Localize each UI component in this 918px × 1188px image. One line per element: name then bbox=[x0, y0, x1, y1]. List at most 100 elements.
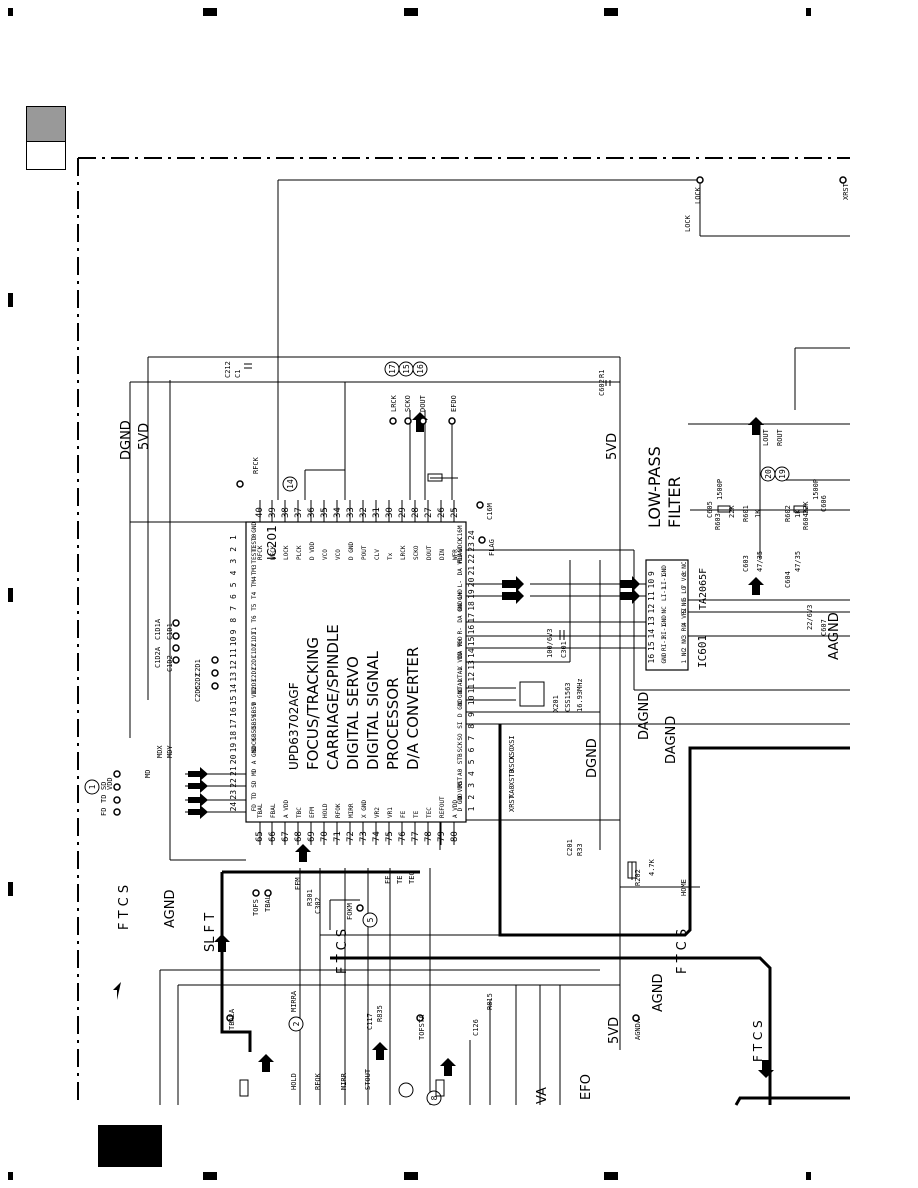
ic201-pin-top-num: 31 bbox=[372, 507, 382, 518]
label-c16m: C16M bbox=[486, 503, 494, 520]
ic201-pin-right-num: 8 bbox=[467, 724, 476, 729]
signal-arrows bbox=[113, 412, 774, 1078]
ic201-pin-left-name: A GND bbox=[251, 746, 258, 764]
ic201-pin-top-name: D GND bbox=[348, 542, 355, 560]
ic201-pin-right-num: 17 bbox=[467, 613, 476, 623]
label-tofsta: TOFSTA bbox=[418, 1014, 426, 1040]
label-dagnd-2: DAGND bbox=[664, 716, 679, 764]
ic201-function-0: FOCUS/TRACKING bbox=[304, 637, 322, 770]
label-freq: 16.93MHz bbox=[576, 678, 584, 712]
ic201-pin-top-num: 35 bbox=[320, 507, 330, 518]
ic201-pin-left-num: 16 bbox=[229, 707, 238, 717]
ic201-body bbox=[245, 521, 467, 823]
ic201-pin-left-num: 1 bbox=[229, 535, 238, 540]
ic201-function-3: DIGITAL SIGNAL bbox=[364, 651, 382, 770]
label-scko: SCKO bbox=[404, 395, 412, 412]
label-mdy: MDY bbox=[166, 745, 174, 758]
ic201-pin-left-name: T6 bbox=[251, 615, 258, 623]
circ-8: 8 bbox=[430, 1095, 439, 1100]
ic201-pin-right-num: 23 bbox=[467, 542, 476, 552]
ic201-pin-left-num: 15 bbox=[229, 695, 238, 705]
label-c605-val: 1500P bbox=[716, 479, 724, 500]
ic201-function-2: DIGITAL SERVO bbox=[344, 656, 362, 770]
label-lock: LOCK bbox=[684, 214, 692, 232]
label-47k: 4.7K bbox=[648, 858, 656, 876]
ic201-pin-bottom-name: EFM bbox=[309, 807, 316, 818]
label-tbala: TBALA bbox=[228, 1008, 236, 1030]
ic201-pin-right-num: 4 bbox=[467, 771, 476, 776]
ic201-pin-left-num: 17 bbox=[229, 719, 238, 729]
ic201-pin-left-num: 19 bbox=[229, 743, 238, 753]
ic201-pin-left-name: D GND bbox=[251, 522, 258, 540]
ic201-pin-right-num: 22 bbox=[467, 554, 476, 564]
wires bbox=[129, 179, 850, 1105]
label-ftcs-left: F T C S bbox=[117, 885, 132, 930]
ic201-pin-right-num: 1 bbox=[467, 806, 476, 811]
ic201-pin-top-num: 34 bbox=[333, 507, 343, 518]
ic201-pin-bottom-name: TBC bbox=[296, 807, 303, 818]
ic201-pin-bottom-name: TE bbox=[413, 810, 420, 818]
ic201-pin-bottom-name: VR1 bbox=[387, 807, 394, 818]
ic201-pin-left-num: 3 bbox=[229, 559, 238, 564]
ic201-pin-right-name: R+ bbox=[457, 639, 464, 647]
ic201-pin-top-num: 33 bbox=[346, 507, 356, 518]
ic601-pin-left-num: 15 bbox=[647, 641, 656, 651]
ic201-pin-top-num: 32 bbox=[359, 507, 369, 518]
label-hold-b: HOLD bbox=[290, 1073, 298, 1090]
circ-20: 20 bbox=[764, 469, 773, 479]
ic601-pin-left-name: NC bbox=[661, 606, 668, 614]
label-dagnd-1: DAGND bbox=[637, 692, 652, 740]
ic601-pin-right-label: 4 VRI bbox=[681, 608, 688, 626]
ic201-pin-right-name: D GND bbox=[457, 699, 464, 717]
reg-mark-bottom-2 bbox=[203, 1172, 217, 1180]
small-labels: LOCK LOCK XRST RFCK LRCK SCKO DOUT EFDO … bbox=[100, 182, 850, 1090]
ic201-pin-right-name: C16M bbox=[457, 525, 464, 540]
label-mirr-b: MIRR bbox=[340, 1072, 348, 1090]
ic601-body bbox=[645, 559, 689, 671]
label-r33: R33 bbox=[576, 843, 584, 856]
ic201-pin-bottom-name: TBAL bbox=[257, 803, 264, 818]
ic201-pin-top-num: 30 bbox=[385, 507, 395, 518]
reg-mark-bottom-left bbox=[8, 1172, 13, 1180]
side-mark-3 bbox=[8, 882, 13, 896]
ic201-pin-right-num: 13 bbox=[467, 660, 476, 670]
label-efdo: EFDO bbox=[450, 395, 458, 412]
ic201-pin-left-name: D VDD bbox=[251, 687, 258, 705]
label-md: MD bbox=[144, 770, 152, 778]
ic201-pin-left-num: 22 bbox=[229, 778, 238, 788]
ic201-pin-bottom-num: 72 bbox=[346, 831, 356, 842]
ic201-pin-right-num: 3 bbox=[467, 783, 476, 788]
label-lock-conn: LOCK bbox=[694, 186, 702, 204]
side-mark-2 bbox=[8, 588, 13, 602]
label-r835: R835 bbox=[376, 1005, 384, 1022]
ic201-pin-right-name: DA VDD bbox=[457, 553, 464, 575]
ic201-pin-left-name: SD bbox=[251, 780, 258, 788]
ic201-pin-left-name: C2D3 bbox=[251, 679, 258, 694]
ic201-pin-top-num: 25 bbox=[450, 507, 460, 518]
ic601-pin-right-label: 2 NC bbox=[681, 636, 688, 651]
ic201-pin-left-num: 20 bbox=[229, 754, 238, 764]
circle-numbers: 14 17 15 16 20 19 1 5 2 8 bbox=[88, 364, 787, 1100]
ic201-pin-left-num: 5 bbox=[229, 582, 238, 587]
ic201-pin-top-name: VCO bbox=[322, 549, 329, 560]
ic201-part: UPD63702AGF bbox=[287, 682, 301, 770]
ic201-pin-top-name: CLV bbox=[374, 549, 381, 560]
label-dgnd-mid: DGND bbox=[585, 738, 600, 778]
ic201-pin-left-name: SB5V bbox=[251, 714, 258, 729]
ic201-pin-right-name: X VDD bbox=[457, 651, 464, 669]
label-c301: C301 bbox=[560, 641, 568, 658]
ic201-pin-left-name: MD bbox=[251, 768, 258, 776]
circ-16: 16 bbox=[416, 364, 425, 374]
label-rfck: RFCK bbox=[252, 456, 260, 474]
label-c2d2: C2D2 bbox=[194, 673, 202, 690]
ic201-pin-left-name: TEST1 bbox=[251, 545, 258, 563]
net-labels: DGND 5VD 5VD LOW-PASS FILTER AAGND DAGND… bbox=[117, 420, 842, 1104]
label-c1d1: C1D1 bbox=[166, 623, 174, 640]
ic201-pin-bottom-name: REFOUT bbox=[439, 796, 446, 818]
ic201-pin-left-num: 12 bbox=[229, 660, 238, 670]
ic201-pin-bottom-num: 75 bbox=[385, 831, 395, 842]
ic601-labels: IC601 TA2065F bbox=[696, 568, 709, 668]
ic201-pin-left-name: SB5D bbox=[251, 726, 258, 741]
